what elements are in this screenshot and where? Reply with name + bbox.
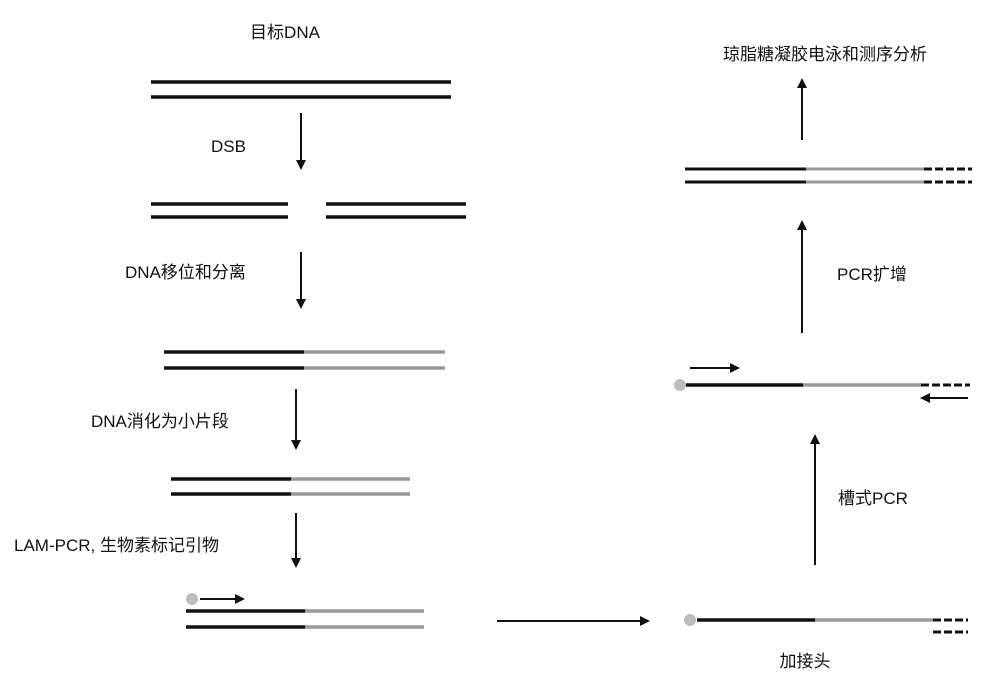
label-pcr-amplification: PCR扩增 <box>837 265 907 284</box>
label-digestion: DNA消化为小片段 <box>91 412 229 431</box>
adapter-ligated-fragment <box>684 614 968 634</box>
label-nested-pcr: 槽式PCR <box>838 489 908 508</box>
label-target-dna: 目标DNA <box>250 23 321 42</box>
target-dna-duplex <box>151 80 451 99</box>
broken-dna-duplex <box>151 202 466 219</box>
amplified-product-duplex <box>685 167 972 184</box>
small-fragment-duplex <box>171 477 410 496</box>
biotin-marker-icon <box>186 593 198 605</box>
biotin-marker-icon <box>674 379 686 391</box>
label-analysis: 琼脂糖凝胶电泳和测序分析 <box>723 45 927 64</box>
label-dsb: DSB <box>211 137 246 156</box>
label-adapter: 加接头 <box>780 652 831 671</box>
biotin-primed-fragment <box>186 593 424 629</box>
biotin-marker-icon <box>684 614 696 626</box>
translocated-dna-duplex <box>164 350 445 370</box>
label-translocation: DNA移位和分离 <box>125 263 246 282</box>
pcr-primed-fragment <box>674 363 970 403</box>
label-lam-pcr: LAM-PCR, 生物素标记引物 <box>14 536 219 555</box>
